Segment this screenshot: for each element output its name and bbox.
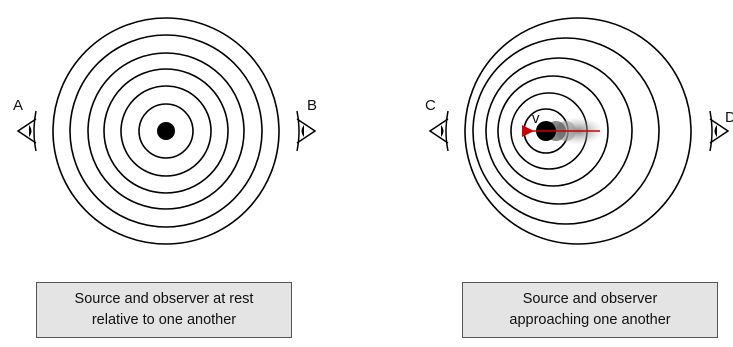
left-panel: A B <box>13 17 317 245</box>
velocity-label: v <box>532 110 540 127</box>
observer-c-label: C <box>425 97 436 114</box>
wavefront-ring <box>52 17 280 245</box>
wavefronts-at-rest <box>52 17 280 245</box>
wavefront-ring <box>472 37 660 225</box>
wavefront-ring <box>69 34 263 228</box>
wavefront-ring <box>138 103 194 159</box>
wavefront-ring <box>103 68 229 194</box>
caption-at-rest: Source and observer at rest relative to … <box>36 282 292 338</box>
wavefront-ring <box>497 75 609 187</box>
wavefront-ring <box>120 85 212 177</box>
right-panel: v C D <box>425 17 733 245</box>
wavefront-ring <box>464 17 692 245</box>
caption-at-rest-line2: relative to one another <box>91 312 237 328</box>
observer-d-label: D <box>725 109 733 126</box>
observer-a-label: A <box>13 97 23 114</box>
observer-b-label: B <box>307 97 317 114</box>
observer-d-eye-icon <box>709 110 730 152</box>
caption-approaching-line1: Source and observer <box>522 291 658 307</box>
wave-source-dot <box>157 122 175 140</box>
caption-at-rest-line1: Source and observer at rest <box>74 291 254 307</box>
wavefront-ring <box>485 57 633 205</box>
observer-c-eye-icon <box>428 110 449 152</box>
wavefront-ring <box>87 52 245 210</box>
observer-b-eye-icon <box>296 110 317 152</box>
caption-approaching: Source and observer approaching one anot… <box>462 282 718 338</box>
caption-approaching-line2: approaching one another <box>509 312 671 328</box>
observer-a-eye-icon <box>16 110 37 152</box>
